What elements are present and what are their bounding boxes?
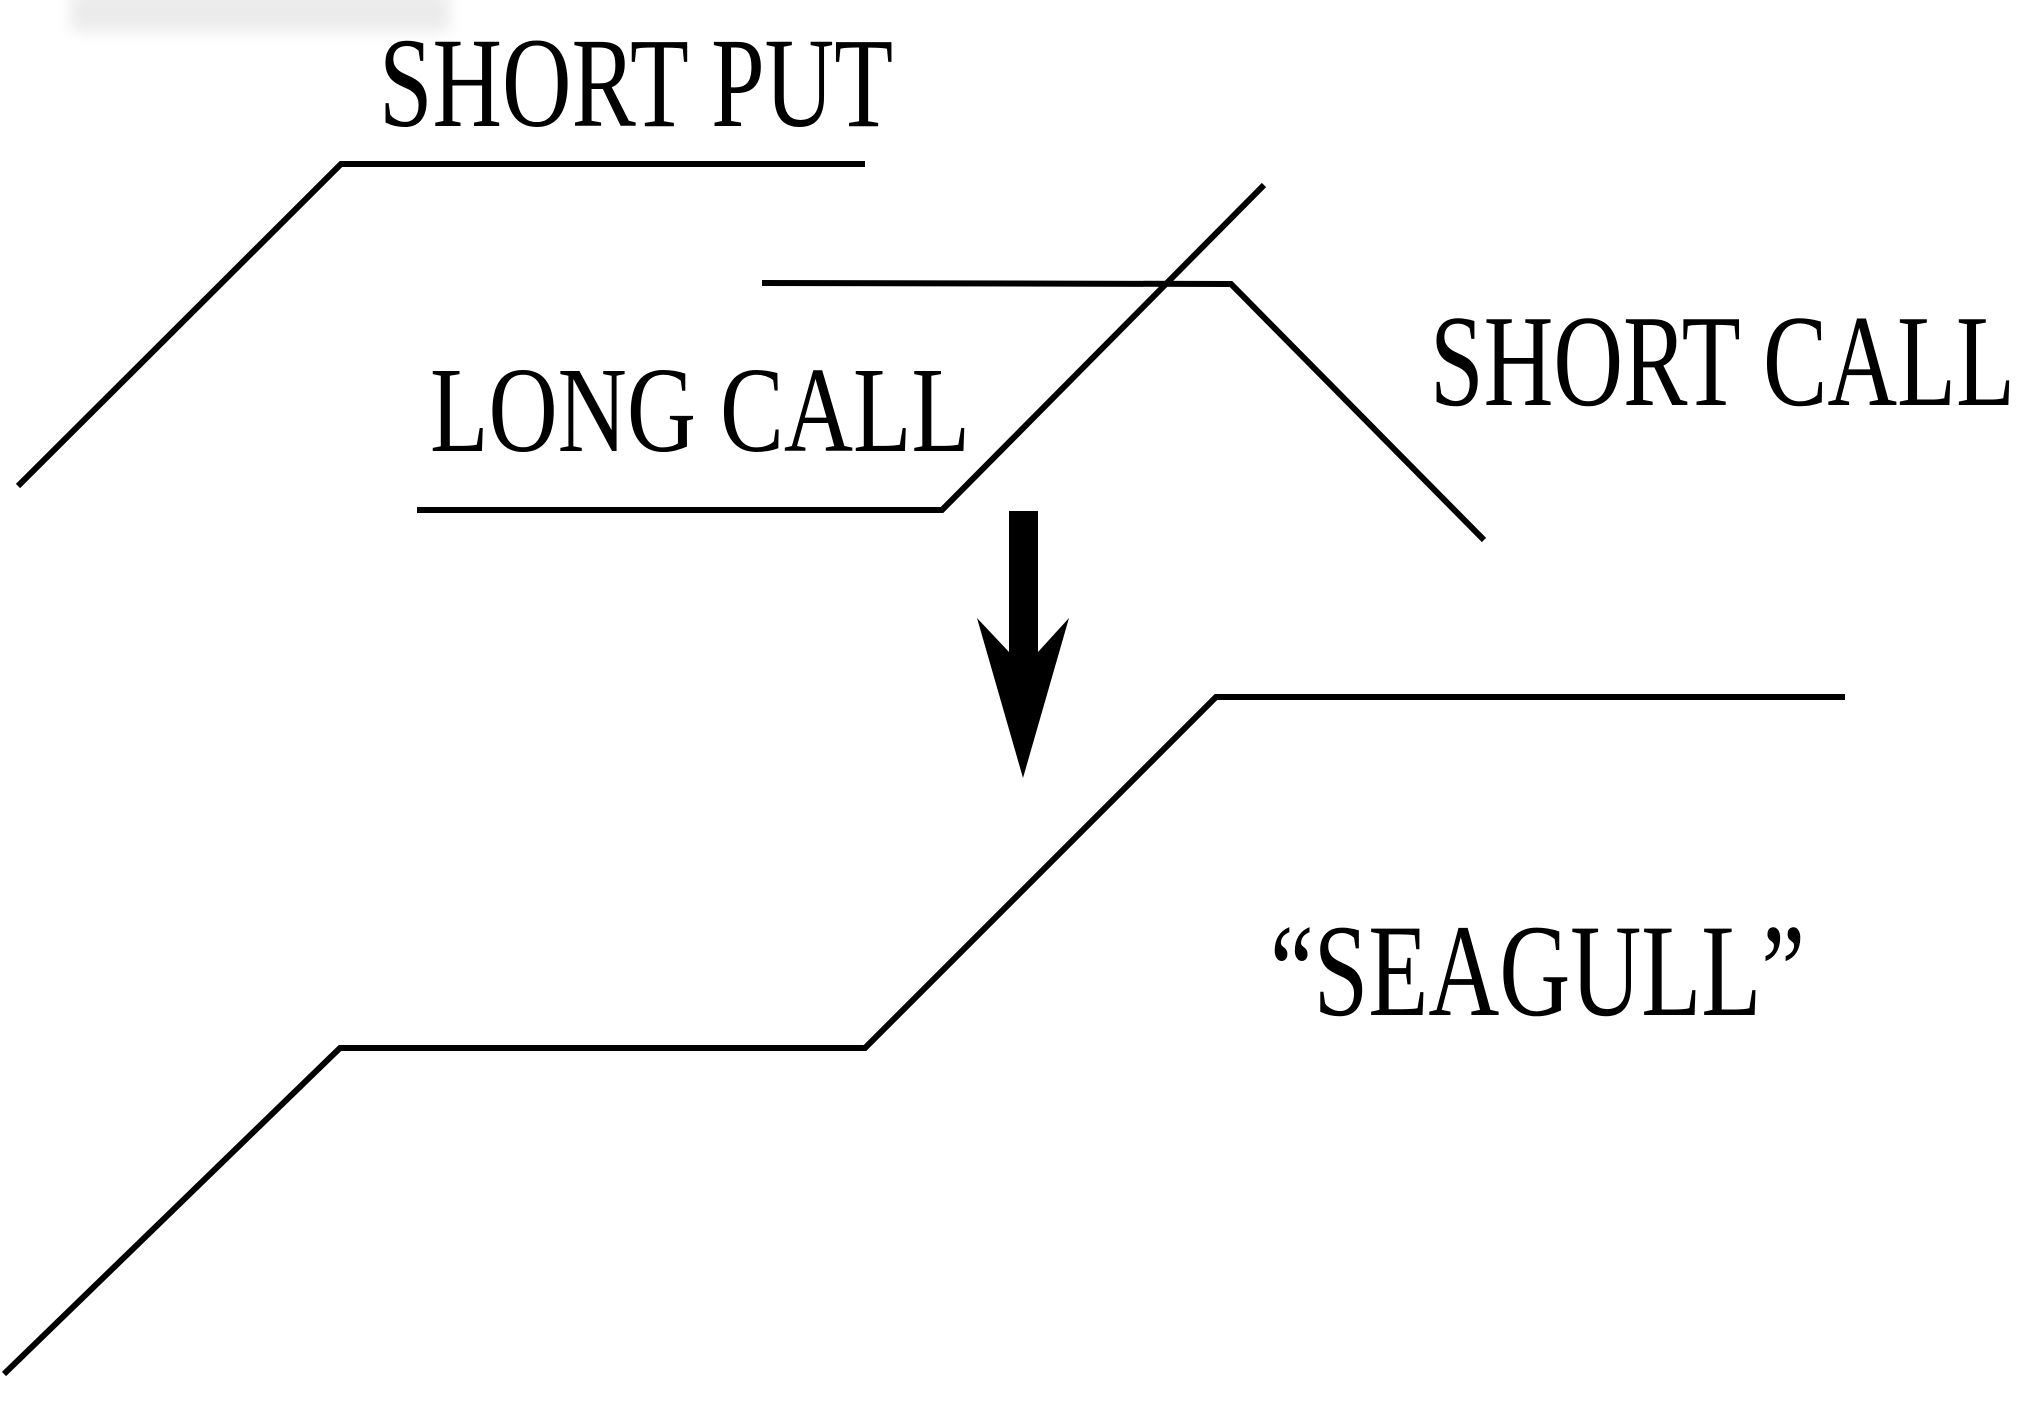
- long-call-label: LONG CALL: [430, 343, 970, 478]
- watermark-smudge: [70, 0, 450, 32]
- short-call-payoff-line: [761, 280, 1487, 543]
- seagull-payoff-line: [1, 694, 1845, 1377]
- long-call-payoff-line: [417, 182, 1267, 513]
- short-put-label: SHORT PUT: [379, 12, 893, 154]
- seagull-label: “SEAGULL”: [1270, 897, 1805, 1044]
- down-arrow-icon: [977, 511, 1069, 778]
- short-put-payoff-line: [15, 161, 865, 489]
- short-call-label: SHORT CALL: [1430, 289, 2015, 434]
